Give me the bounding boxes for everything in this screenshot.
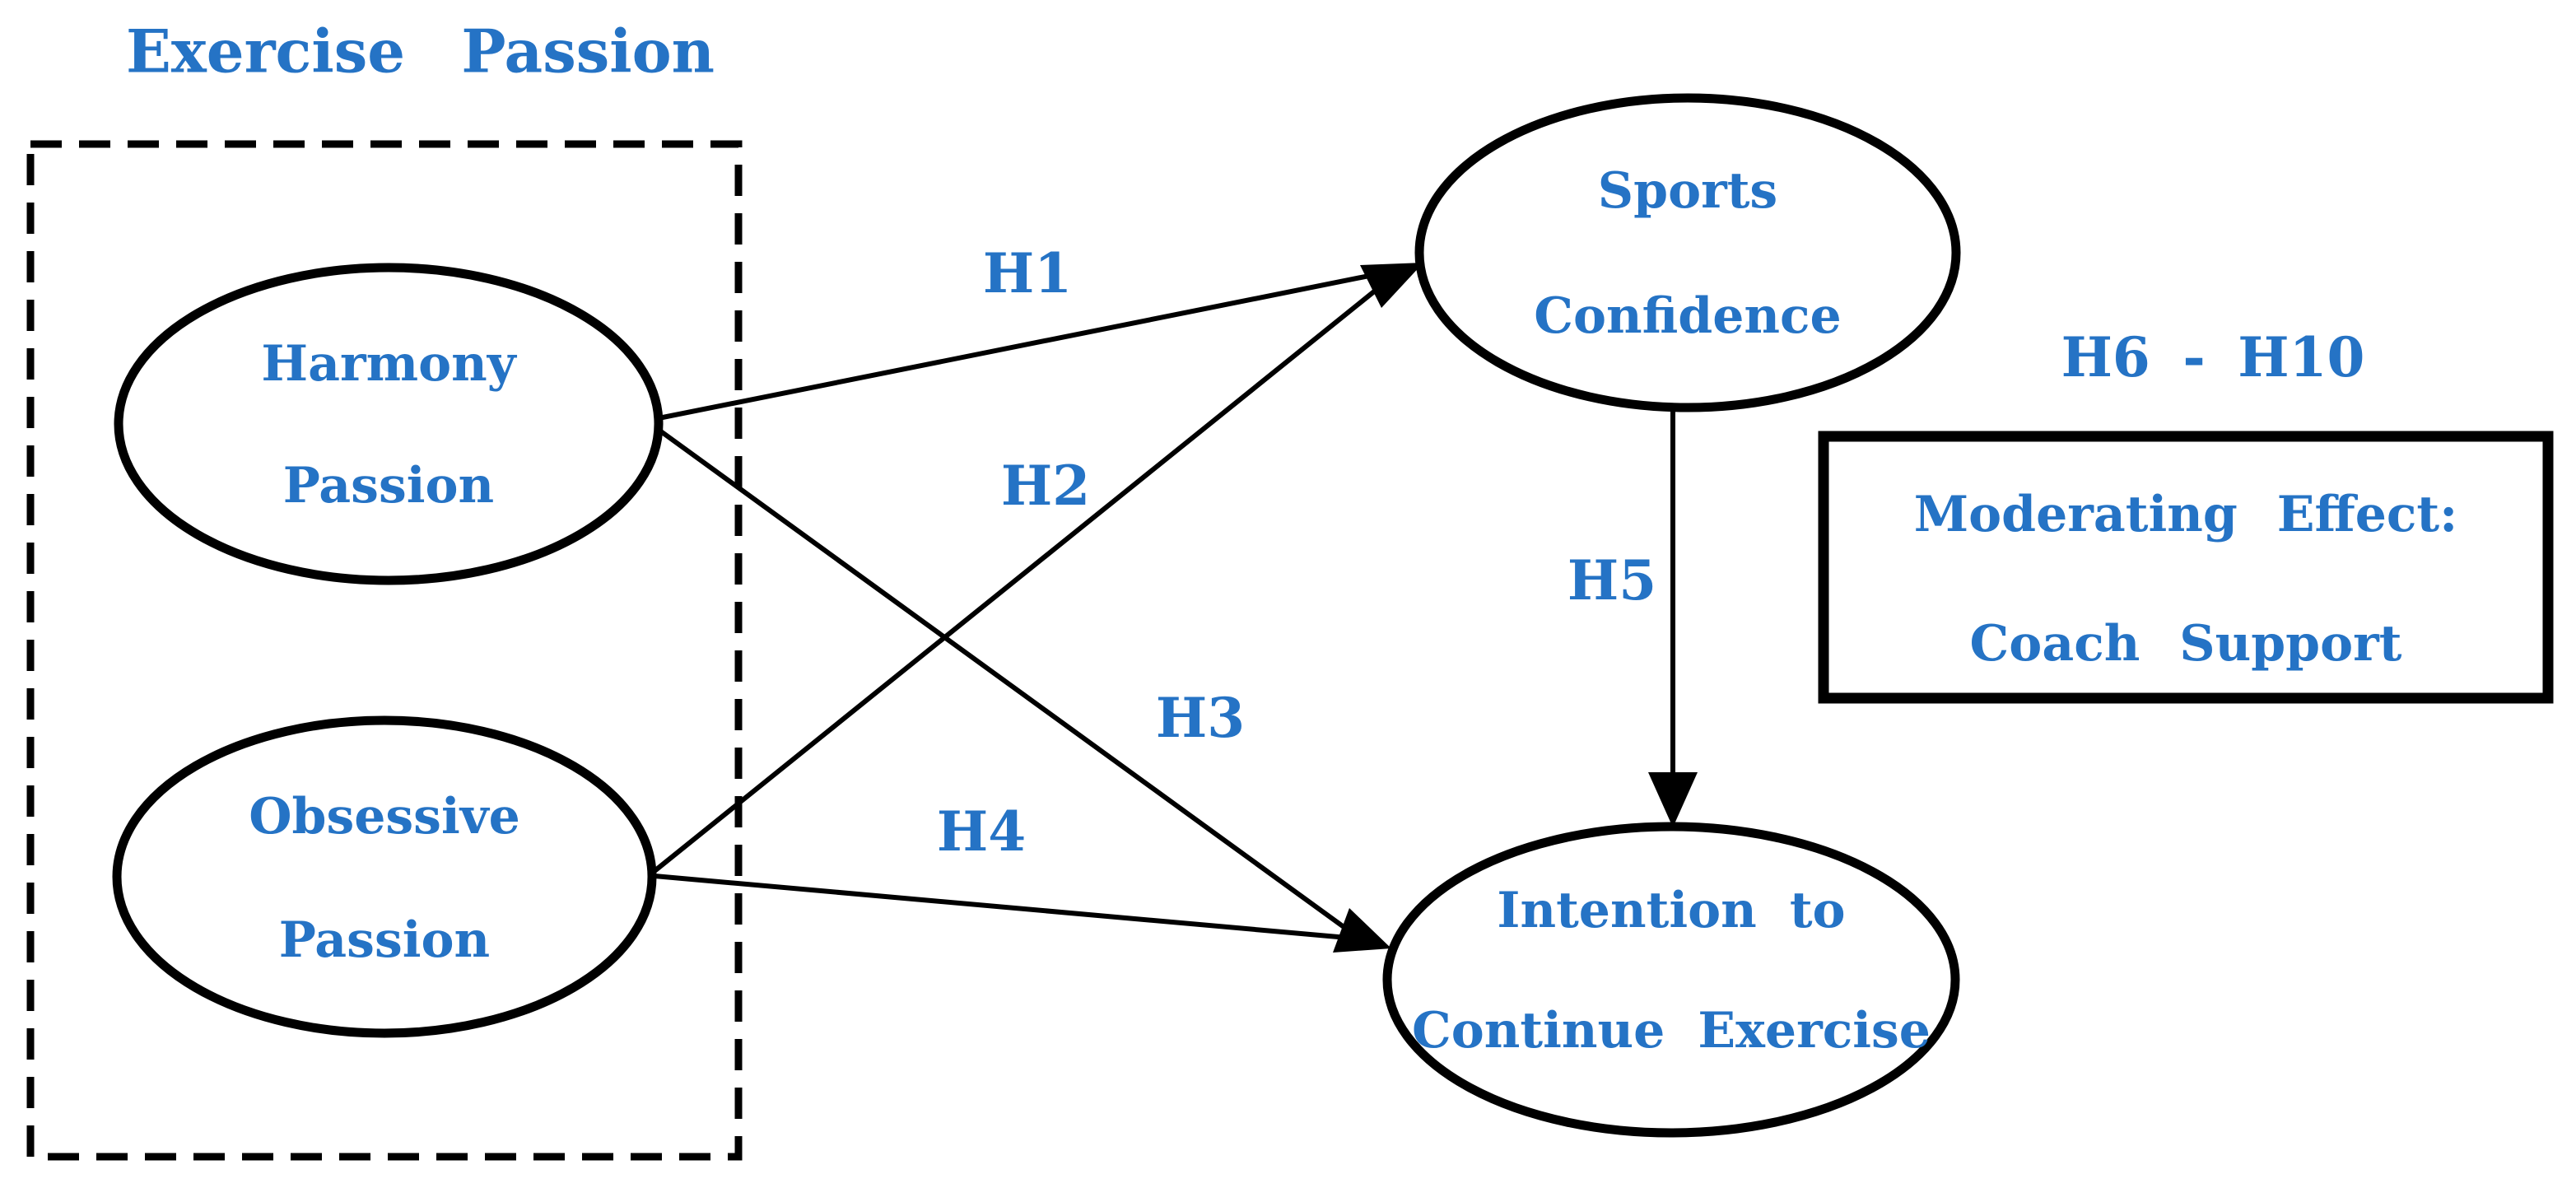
exercise-passion-group-box bbox=[26, 140, 743, 1161]
node-obsessive-passion bbox=[112, 715, 657, 1038]
label-h2: H2 bbox=[1001, 454, 1090, 518]
obsessive-passion-label-line1: Obsessive bbox=[249, 788, 520, 846]
intention-label-line1: Intention to bbox=[1497, 882, 1845, 939]
moderating-effect-box bbox=[1818, 431, 2554, 704]
label-h6-h10-range: H6 - H10 bbox=[2061, 325, 2365, 389]
label-h1: H1 bbox=[983, 241, 1072, 305]
sports-confidence-label-line2: Confidence bbox=[1534, 287, 1841, 345]
intention-label-line2: Continue Exercise bbox=[1412, 1002, 1931, 1060]
label-h5: H5 bbox=[1567, 548, 1656, 613]
edge-h4-line bbox=[654, 874, 1358, 941]
label-h3: H3 bbox=[1156, 686, 1245, 750]
arrowhead-into-sports-confidence bbox=[1360, 263, 1423, 308]
diagram-title: Exercise Passion bbox=[126, 16, 715, 86]
moderating-effect-label-line1: Moderating Effect: bbox=[1914, 486, 2458, 543]
arrowhead-into-intention bbox=[1333, 908, 1391, 953]
harmony-passion-label-line1: Harmony bbox=[261, 335, 517, 393]
obsessive-passion-label-line2: Passion bbox=[279, 911, 490, 969]
node-intention-continue-exercise bbox=[1382, 822, 1960, 1138]
node-sports-confidence bbox=[1414, 93, 1961, 412]
label-h4: H4 bbox=[937, 799, 1026, 864]
edge-h1-line bbox=[658, 267, 1403, 421]
sports-confidence-label-line1: Sports bbox=[1598, 162, 1777, 220]
edge-h3-line bbox=[657, 427, 1353, 935]
harmony-passion-label-line2: Passion bbox=[283, 457, 494, 515]
node-harmony-passion bbox=[114, 263, 664, 585]
arrowhead-h5-down bbox=[1648, 772, 1698, 827]
moderating-effect-label-line2: Coach Support bbox=[1970, 615, 2402, 673]
edge-h2-line bbox=[653, 273, 1396, 874]
